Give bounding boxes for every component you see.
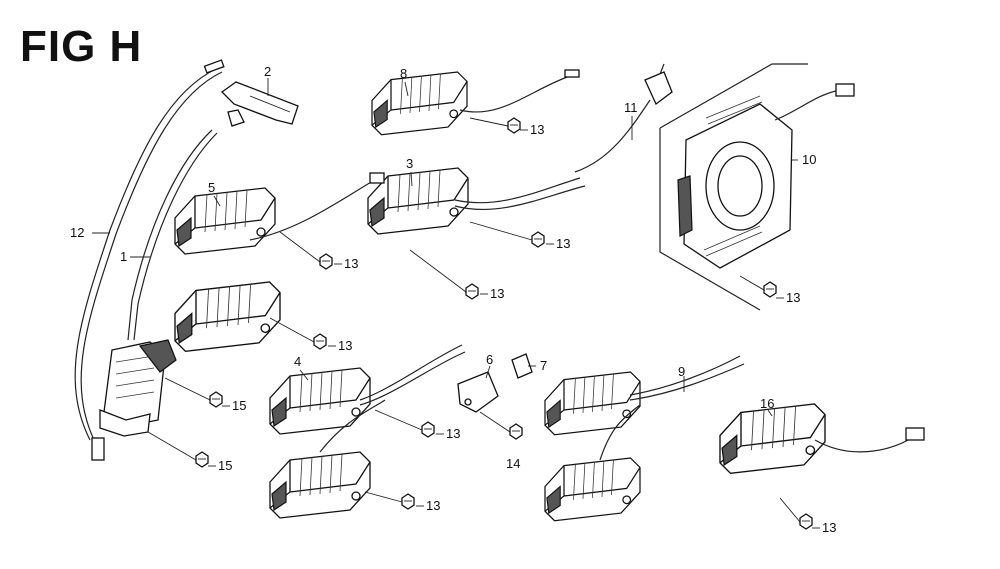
callout-12: 12 bbox=[70, 225, 84, 240]
callout-14: 14 bbox=[506, 456, 520, 471]
callout-16: 16 bbox=[760, 396, 774, 411]
charge-coil-icon-c bbox=[544, 457, 641, 522]
callout-13f: 13 bbox=[446, 426, 460, 441]
callout-labels: 2 8 3 5 1 12 4 6 7 9 16 10 11 14 13 13 1… bbox=[70, 64, 836, 535]
leader-lines bbox=[92, 78, 798, 417]
callout-4: 4 bbox=[294, 354, 301, 369]
callout-5: 5 bbox=[208, 180, 215, 195]
callout-11: 11 bbox=[624, 100, 638, 115]
callout-13e: 13 bbox=[338, 338, 352, 353]
charge-coil-icon-16 bbox=[719, 403, 826, 474]
callout-10: 10 bbox=[802, 152, 816, 167]
charge-coil-icon-b bbox=[269, 451, 371, 519]
callout-dashes bbox=[208, 129, 820, 529]
callout-3: 3 bbox=[406, 156, 413, 171]
charge-coil-icon-9 bbox=[544, 371, 641, 436]
charge-coil-icon-4 bbox=[269, 367, 371, 435]
callout-13a: 13 bbox=[530, 122, 544, 137]
spark-plug-cap-icon bbox=[220, 81, 299, 127]
charge-coil-icon-a bbox=[174, 281, 281, 352]
ignition-coil-icon bbox=[99, 129, 218, 437]
callout-13c: 13 bbox=[490, 286, 504, 301]
callout-2: 2 bbox=[264, 64, 271, 79]
callout-13b: 13 bbox=[556, 236, 570, 251]
callout-9: 9 bbox=[678, 364, 685, 379]
lead-wire-12 bbox=[74, 59, 225, 461]
callout-7: 7 bbox=[540, 358, 547, 373]
bolt-icon bbox=[147, 117, 813, 530]
callout-13i: 13 bbox=[822, 520, 836, 535]
figure-title: FIG H bbox=[20, 22, 143, 71]
callout-6: 6 bbox=[486, 352, 493, 367]
callout-13g: 13 bbox=[426, 498, 440, 513]
wire-harness-icon bbox=[249, 63, 925, 461]
callout-8: 8 bbox=[400, 66, 407, 81]
callout-1: 1 bbox=[120, 249, 127, 264]
charge-coil-icon-5 bbox=[174, 187, 276, 255]
charge-coil-icon-8 bbox=[371, 71, 468, 136]
callout-13h: 13 bbox=[786, 290, 800, 305]
clip-7 bbox=[511, 353, 533, 379]
bracket-6 bbox=[457, 371, 499, 413]
stator-icon bbox=[659, 63, 855, 311]
callout-13d: 13 bbox=[344, 256, 358, 271]
callout-15b: 15 bbox=[218, 458, 232, 473]
callout-15a: 15 bbox=[232, 398, 246, 413]
